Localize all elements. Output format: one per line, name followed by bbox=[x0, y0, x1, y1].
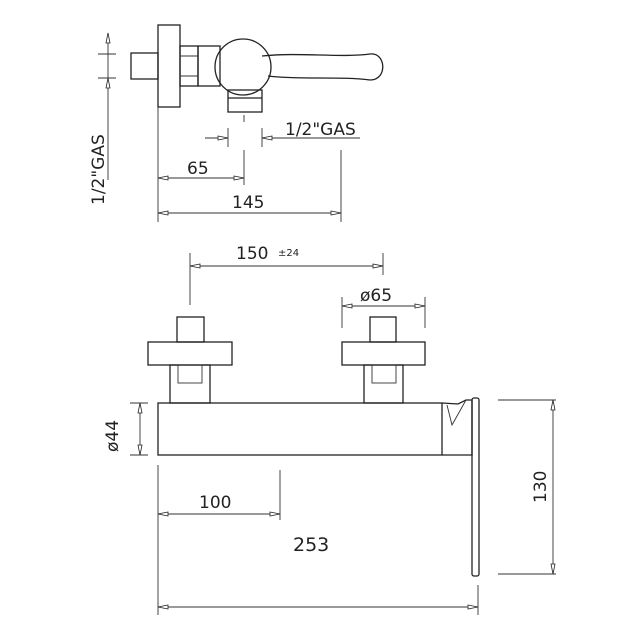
dim-150-tolerance: ±24 bbox=[278, 248, 299, 259]
dim-150-label: 150 bbox=[236, 244, 268, 264]
top-view: 1/2"GAS 1/2"GAS 65 145 bbox=[89, 24, 384, 222]
right-nut bbox=[363, 364, 404, 404]
dim-65-label: 65 bbox=[187, 159, 209, 179]
dim-diameter-44-label: ø44 bbox=[103, 420, 123, 452]
lever bbox=[471, 397, 480, 577]
cartridge-body bbox=[214, 38, 272, 96]
front-view: 150 ±24 ø65 ø44 100 253 130 bbox=[103, 244, 556, 615]
outlet bbox=[227, 89, 263, 113]
mixer-body bbox=[157, 402, 443, 456]
dim-gas-horizontal-label: 1/2"GAS bbox=[285, 120, 356, 140]
dim-diameter-65-label: ø65 bbox=[360, 286, 392, 306]
left-flange bbox=[147, 341, 233, 366]
hex-nut bbox=[179, 45, 199, 87]
right-inlet-stem bbox=[369, 316, 397, 343]
left-inlet-stem bbox=[176, 316, 205, 343]
inlet-stem bbox=[130, 52, 159, 80]
dim-130-label: 130 bbox=[531, 471, 551, 503]
lever-handle bbox=[261, 53, 384, 81]
dim-gas-vertical-label: 1/2"GAS bbox=[89, 134, 109, 205]
dim-145-label: 145 bbox=[232, 193, 264, 213]
lever-base bbox=[441, 399, 473, 456]
dim-100-label: 100 bbox=[199, 493, 231, 513]
dim-253-label: 253 bbox=[293, 534, 329, 556]
left-nut bbox=[169, 364, 211, 404]
right-flange bbox=[341, 341, 426, 366]
wall-flange bbox=[157, 24, 181, 108]
body-neck bbox=[197, 45, 221, 87]
